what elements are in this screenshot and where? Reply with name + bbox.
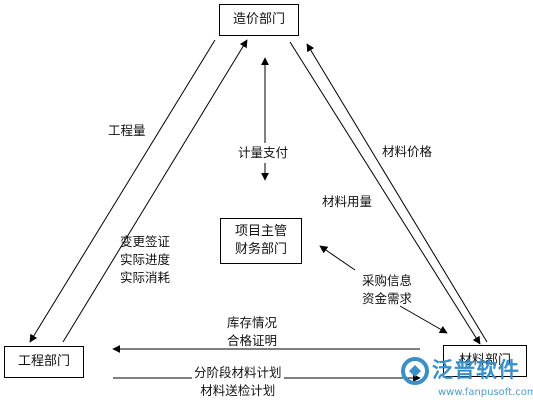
node-cost-dept: 造价部门 bbox=[219, 4, 299, 36]
edge-label-actual-progress: 实际进度 bbox=[120, 252, 171, 267]
brand-logo-icon bbox=[401, 357, 429, 385]
arrow-materials-to-cost-price bbox=[306, 43, 488, 343]
node-project-mgmt-finance: 项目主管 财务部门 bbox=[220, 218, 302, 264]
edge-label-material-price: 材料价格 bbox=[382, 144, 433, 159]
edge-label-quantity: 工程量 bbox=[108, 123, 146, 138]
edge-label-material-inspection-plan: 材料送检计划 bbox=[200, 383, 276, 398]
node-cost-dept-label: 造价部门 bbox=[232, 12, 285, 27]
arrow-cost-to-materials-usage bbox=[289, 41, 481, 345]
node-materials-dept: 材料部门 bbox=[443, 345, 527, 377]
watermark-url: www.fanpusoft.com bbox=[438, 387, 533, 398]
watermark-brand: 泛普软件 bbox=[432, 358, 520, 382]
node-materials-dept-label: 材料部门 bbox=[458, 353, 511, 368]
edge-label-plans: 分阶段材料计划 材料送检计划 bbox=[192, 364, 284, 400]
arrow-procurement-to-project bbox=[319, 245, 356, 271]
node-engineering-dept: 工程部门 bbox=[4, 346, 84, 378]
edge-label-measurement-payment: 计量支付 bbox=[236, 143, 291, 163]
arrow-cost-to-engineering-quantity bbox=[29, 39, 216, 343]
edge-label-changes-progress-consumption: 变更签证 实际进度 实际消耗 bbox=[120, 233, 170, 287]
edge-label-material-usage: 材料用量 bbox=[322, 194, 373, 209]
edge-label-inventory-status: 库存情况 bbox=[227, 315, 278, 330]
edge-label-actual-consumption: 实际消耗 bbox=[120, 270, 171, 285]
arrow-procurement-to-materials bbox=[399, 305, 448, 334]
edge-label-qualification-certificate: 合格证明 bbox=[227, 333, 278, 348]
edge-label-staged-material-plan: 分阶段材料计划 bbox=[194, 365, 282, 380]
edge-label-procurement-info: 采购信息 bbox=[362, 273, 413, 288]
arrow-engineering-to-cost-changes bbox=[62, 39, 248, 343]
watermark: 泛普软件 www.fanpusoft.com bbox=[398, 354, 533, 404]
edge-label-procurement-funding: 采购信息 资金需求 bbox=[362, 272, 412, 308]
node-project-mgmt-label: 项目主管 bbox=[234, 224, 287, 239]
node-engineering-dept-label: 工程部门 bbox=[17, 354, 70, 369]
edge-label-inventory-certificate: 库存情况 合格证明 bbox=[227, 314, 277, 350]
edge-label-change-visa: 变更签证 bbox=[120, 234, 171, 249]
edge-label-funding-demand: 资金需求 bbox=[362, 291, 413, 306]
node-finance-label: 财务部门 bbox=[234, 242, 287, 257]
